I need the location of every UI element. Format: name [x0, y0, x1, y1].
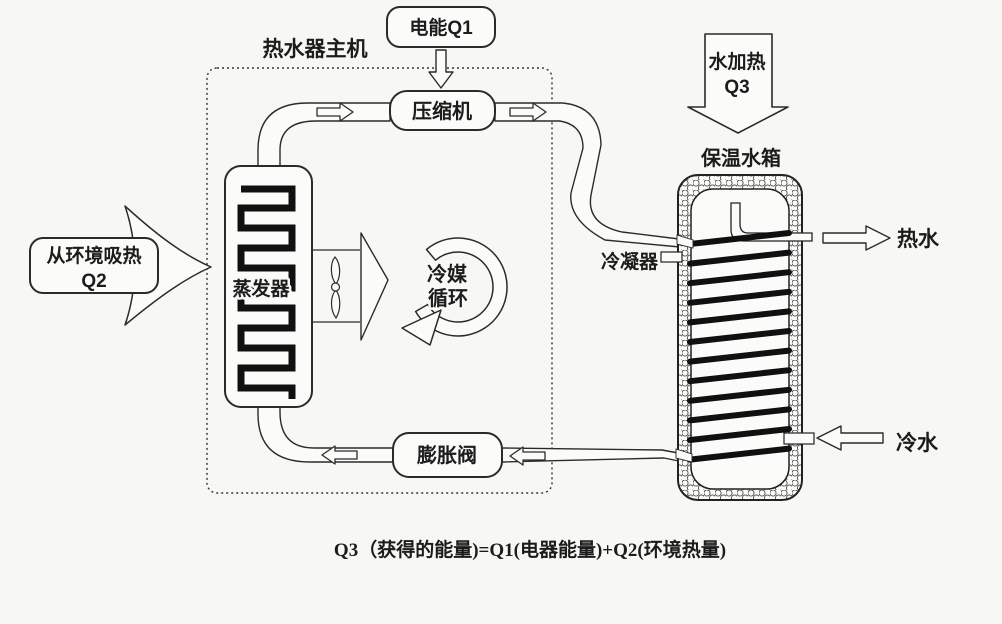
- flow-arrow-left-icon: [509, 446, 546, 466]
- tank-label: 保温水箱: [700, 146, 781, 170]
- electric-energy-down-arrow-icon: [428, 49, 454, 89]
- condenser-label: 冷凝器: [601, 250, 659, 273]
- evaporator-label: 蒸发器: [232, 277, 290, 300]
- refrigerant-pipes: [257, 102, 690, 464]
- environment-heat-symbol: Q2: [81, 271, 106, 292]
- expansion-valve-box: [392, 432, 503, 478]
- fan-blade-bottom: [330, 289, 341, 320]
- water-heating-arrow-icon: [687, 33, 789, 134]
- fan-blade-top: [330, 256, 341, 285]
- flow-arrow-right-icon: [316, 102, 354, 122]
- condenser-coil-icon: [687, 249, 792, 463]
- condenser-coil-top-turn: [687, 230, 792, 247]
- electric-energy-box: [386, 6, 496, 48]
- main-unit-title: 热水器主机: [263, 37, 368, 61]
- fan-hub: [330, 282, 341, 292]
- hot-water-arrow-icon: [822, 225, 891, 251]
- refrigerant-cycle-arrowhead-icon: [401, 309, 442, 346]
- pipe-entry-top: [676, 234, 694, 249]
- compressor-box: [389, 90, 496, 131]
- cold-water-arrow-icon: [816, 425, 884, 451]
- flow-arrow-right-icon: [509, 102, 547, 122]
- cold-water-label: 冷水: [896, 431, 939, 455]
- fan-duct: [312, 249, 360, 323]
- water-heating-label: 水加热: [708, 50, 765, 73]
- hot-water-label: 热水: [897, 227, 940, 251]
- refrigerant-cycle-label-line1: 冷媒: [427, 262, 468, 286]
- airflow-arrow-icon: [360, 232, 389, 341]
- evaporator-coil-icon: [237, 185, 296, 399]
- expansion-valve-label: 膨胀阀: [416, 443, 477, 467]
- flow-arrow-left-icon: [321, 445, 358, 465]
- fan-icon: [330, 256, 341, 320]
- pipe-expansion-valve-to-evaporator: [257, 406, 394, 463]
- refrigerant-cycle-label-line2: 循环: [428, 286, 468, 310]
- environment-heat-box: [29, 237, 159, 294]
- compressor-label: 压缩机: [412, 99, 472, 123]
- condenser-pointer: [660, 251, 683, 263]
- refrigerant-cycle-arrow-icon: [414, 237, 508, 337]
- water-heating-symbol: Q3: [724, 77, 749, 98]
- energy-formula: Q3（获得的能量)=Q1(电器能量)+Q2(环境热量): [334, 538, 726, 561]
- electric-energy-label: 电能Q1: [409, 16, 473, 39]
- pipe-compressor-to-condenser: [494, 102, 681, 248]
- environment-heat-label: 从环境吸热: [46, 244, 141, 267]
- cold-water-inlet-pipe: [783, 432, 815, 445]
- flow-arrows: [316, 102, 547, 466]
- pipe-exit-bottom: [675, 448, 693, 463]
